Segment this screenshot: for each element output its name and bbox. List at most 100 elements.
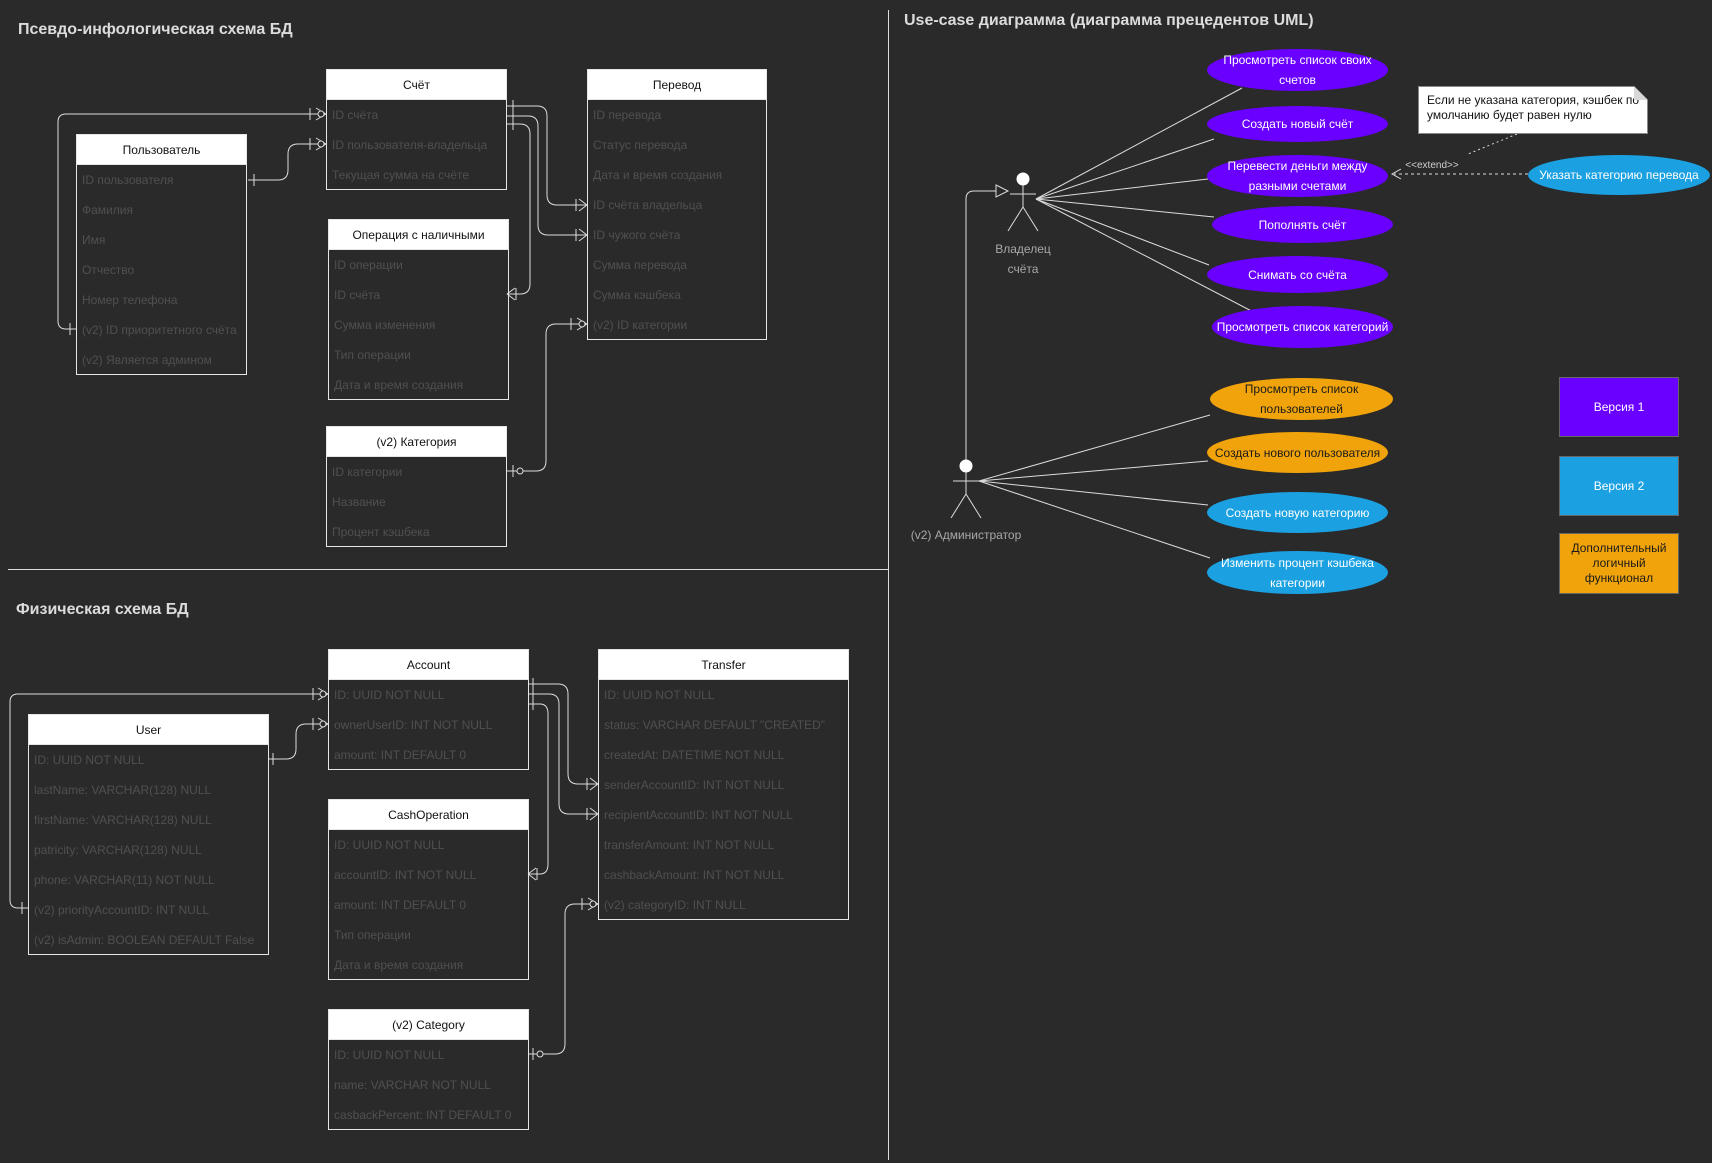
table-row: status: VARCHAR DEFAULT "CREATED" [604,718,826,732]
phys-rel-recipient [528,693,598,815]
table-row: ID: UUID NOT NULL [34,753,145,767]
table-row: Дата и время создания [334,378,464,392]
info-cash-table: Операция с наличными ID операции ID счёт… [328,219,509,400]
table-header: Пользователь [77,135,246,165]
usecase-edit-cashback: Изменить процент кэшбека категории [1207,551,1388,594]
table-row: transferAmount: INT NOT NULL [604,838,775,852]
table-row: amount: INT DEFAULT 0 [334,898,467,912]
phys-transfer-table: Transfer ID: UUID NOT NULL status: VARCH… [598,649,849,920]
table-row: ID: UUID NOT NULL [334,838,445,852]
table-header: CashOperation [329,800,528,830]
table-row: ID перевода [593,108,662,122]
table-row: Сумма изменения [334,318,436,332]
phys-rel-category [528,903,598,1055]
rel-transfer-sender [507,105,587,206]
extend-label: <<extend>> [1405,160,1459,171]
table-row: ID счёта владельца [593,198,703,212]
usecase-view-categories: Просмотреть список категорий [1212,306,1393,348]
infological-title: Псевдо-инфологическая схема БД [18,21,293,38]
table-header: (v2) Категория [327,427,506,457]
table-row: Название [332,495,386,509]
table-row: Статус перевода [593,138,688,152]
phys-cash-table: CashOperation ID: UUID NOT NULL accountI… [328,799,529,980]
usecase-set-transfer-category: Указать категорию перевода [1528,155,1710,195]
admin-actor-label: (v2) Администратор [910,528,1022,542]
info-account-table: Счёт ID счёта ID пользователя-владельца … [326,69,507,190]
table-row: patricity: VARCHAR(128) NULL [34,843,202,857]
table-row: Номер телефона [82,293,178,307]
rel-user-priority-account [57,113,326,330]
phys-rel-account-owner [268,723,328,760]
table-row: firstName: VARCHAR(128) NULL [34,813,212,827]
table-row: Тип операции [334,348,411,362]
table-header: Операция с наличными [329,220,508,250]
usecase-deposit: Пополнять счёт [1212,206,1393,243]
legend-version-1: Версия 1 [1559,377,1679,437]
phys-rel-user-priority [9,693,328,909]
table-row: Текущая сумма на счёте [332,168,469,182]
info-category-table: (v2) Категория ID категории Название Про… [326,426,507,547]
phys-category-table: (v2) Category ID: UUID NOT NULL name: VA… [328,1009,529,1130]
table-row: ID категории [332,465,403,479]
table-row: name: VARCHAR NOT NULL [334,1078,491,1092]
table-row: ID пользователя [82,173,174,187]
table-row: amount: INT DEFAULT 0 [334,748,467,762]
table-row: (v2) categoryID: INT NULL [604,898,746,912]
usecase-create-user: Создать нового пользователя [1207,432,1388,473]
rel-account-owner-user [248,143,326,181]
table-row: ID: UUID NOT NULL [334,1048,445,1062]
table-row: Фамилия [82,203,133,217]
table-row: ownerUserID: INT NOT NULL [334,718,493,732]
phys-rel-sender [528,683,598,785]
usecase-withdraw: Снимать со счёта [1207,256,1388,293]
table-row: Сумма кэшбека [593,288,681,302]
legend-extra: Дополнительный логичный функционал [1559,533,1679,594]
rel-cash-account [507,123,531,295]
table-row: Имя [82,233,106,247]
table-row: phone: VARCHAR(11) NOT NULL [34,873,215,887]
table-row: Дата и время создания [593,168,723,182]
note-fold [1634,86,1648,100]
info-transfer-table: Перевод ID перевода Статус перевода Дата… [587,69,767,340]
vertical-divider [888,10,889,1160]
table-row: Отчество [82,263,135,277]
table-header: Account [329,650,528,680]
owner-actor-label: Владелец счёта [995,242,1051,276]
rel-transfer-category [507,323,587,472]
table-row: (v2) ID приоритетного счёта [82,323,237,337]
physical-title: Физическая схема БД [16,601,189,618]
usecase-transfer-money: Перевести деньги между разными счетами [1207,155,1388,197]
table-row: ID пользователя-владельца [332,138,488,152]
rel-transfer-recipient [507,115,587,236]
phys-rel-cash-account [528,703,549,875]
horizontal-divider [8,569,888,570]
usecase-create-category: Создать новую категорию [1207,492,1388,533]
phys-user-table: User ID: UUID NOT NULL lastName: VARCHAR… [28,714,269,955]
table-row: ID операции [334,258,403,272]
table-row: ID: UUID NOT NULL [604,688,715,702]
table-row: Тип операции [334,928,411,942]
table-row: (v2) priorityAccountID: INT NULL [34,903,210,917]
table-row: Сумма перевода [593,258,687,272]
table-row: Процент кэшбека [332,525,430,539]
table-row: ID счёта [334,288,381,302]
table-row: ID счёта [332,108,379,122]
table-header: Счёт [327,70,506,100]
usecase-title: Use-case диаграмма (диаграмма прецеденто… [904,12,1314,29]
table-row: (v2) ID категории [593,318,688,332]
legend-version-2: Версия 2 [1559,456,1679,516]
table-row: senderAccountID: INT NOT NULL [604,778,785,792]
info-user-table: Пользователь ID пользователя Фамилия Имя… [76,134,247,375]
table-header: (v2) Category [329,1010,528,1040]
phys-account-table: Account ID: UUID NOT NULL ownerUserID: I… [328,649,529,770]
table-row: recipientAccountID: INT NOT NULL [604,808,793,822]
table-row: ID чужого счёта [593,228,681,242]
table-row: (v2) Является админом [82,353,212,367]
table-row: cashbackAmount: INT NOT NULL [604,868,785,882]
usecase-view-users: Просмотреть список пользователей [1210,378,1393,420]
table-row: casbackPercent: INT DEFAULT 0 [334,1108,512,1122]
usecase-create-account: Создать новый счёт [1207,106,1388,142]
table-header: Перевод [588,70,766,100]
table-row: accountID: INT NOT NULL [334,868,477,882]
